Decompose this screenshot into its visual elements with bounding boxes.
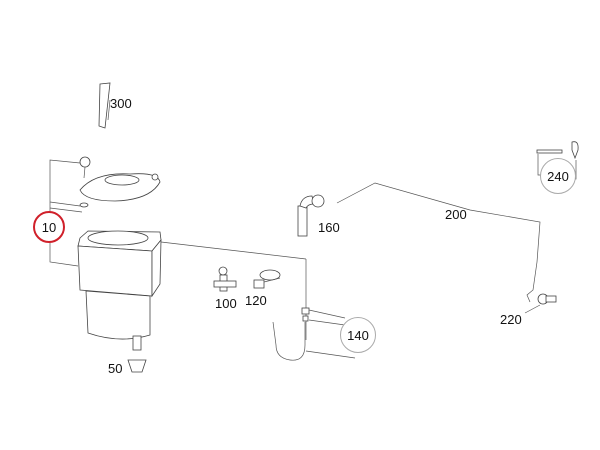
part-240-screw-clip bbox=[536, 141, 579, 180]
part-160-elbow bbox=[297, 194, 325, 237]
part-washer bbox=[79, 202, 89, 208]
part-200-tube bbox=[336, 182, 541, 303]
part-housing bbox=[77, 230, 162, 351]
callout-200[interactable]: 200 bbox=[445, 207, 467, 222]
part-knob bbox=[79, 156, 91, 179]
callout-220[interactable]: 220 bbox=[500, 312, 522, 327]
part-140-hose bbox=[272, 307, 356, 361]
callout-10[interactable]: 10 bbox=[33, 211, 65, 243]
part-220-sensor bbox=[524, 293, 557, 314]
callout-50[interactable]: 50 bbox=[108, 361, 123, 376]
leader-line bbox=[160, 241, 307, 260]
callout-120[interactable]: 120 bbox=[245, 293, 267, 308]
callout-160[interactable]: 160 bbox=[318, 220, 340, 235]
part-100-valve bbox=[213, 266, 237, 292]
callout-100[interactable]: 100 bbox=[215, 296, 237, 311]
callout-140[interactable]: 140 bbox=[340, 317, 376, 353]
callout-240[interactable]: 240 bbox=[540, 158, 576, 194]
part-50-plug bbox=[127, 359, 147, 373]
part-lid bbox=[79, 173, 161, 202]
part-120-fitting bbox=[253, 269, 281, 289]
part-300-wedge bbox=[98, 82, 111, 129]
callout-300[interactable]: 300 bbox=[110, 96, 132, 111]
